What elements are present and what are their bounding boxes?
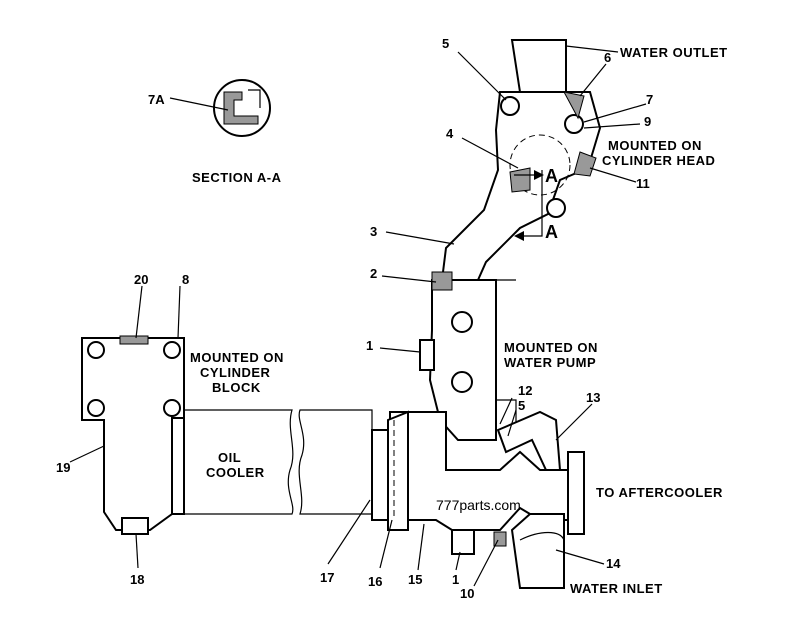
label-mounted-on-block: MOUNTED ON bbox=[190, 350, 284, 365]
callout-5-top: 5 bbox=[442, 36, 449, 51]
callout-3: 3 bbox=[370, 224, 377, 239]
callout-13: 13 bbox=[586, 390, 600, 405]
label-water-outlet: WATER OUTLET bbox=[620, 45, 728, 60]
callout-2: 2 bbox=[370, 266, 377, 281]
section-a-a-detail bbox=[169, 79, 271, 137]
callout-15: 15 bbox=[408, 572, 422, 587]
label-to-aftercooler: TO AFTERCOOLER bbox=[596, 485, 723, 500]
label-oil: OIL bbox=[218, 450, 241, 465]
callout-19: 19 bbox=[56, 460, 70, 475]
callout-7: 7 bbox=[646, 92, 653, 107]
section-marker-a-top: A bbox=[545, 166, 559, 186]
water-outlet-elbow bbox=[440, 39, 602, 281]
label-mounted-on-pump: MOUNTED ON bbox=[504, 340, 598, 355]
watermark: 777parts.com bbox=[436, 497, 521, 513]
callout-16: 16 bbox=[368, 574, 382, 589]
label-mounted-on-head: MOUNTED ON bbox=[608, 138, 702, 153]
oil-cooler bbox=[181, 409, 373, 515]
callout-20: 20 bbox=[134, 272, 148, 287]
cylinder-block-elbow bbox=[81, 335, 185, 535]
section-marker-a-bottom: A bbox=[545, 222, 559, 242]
label-cylinder: CYLINDER bbox=[200, 365, 271, 380]
callout-9: 9 bbox=[644, 114, 651, 129]
label-cooler: COOLER bbox=[206, 465, 265, 480]
label-water-inlet: WATER INLET bbox=[570, 581, 663, 596]
water-pump-housing bbox=[371, 271, 585, 589]
callout-14: 14 bbox=[606, 556, 621, 571]
callout-12: 12 bbox=[518, 383, 532, 398]
section-a-a-label: SECTION A-A bbox=[192, 170, 282, 185]
label-cylinder-head: CYLINDER HEAD bbox=[602, 153, 715, 168]
callout-8: 8 bbox=[182, 272, 189, 287]
callout-11: 11 bbox=[636, 176, 650, 191]
callout-5-lower: 5 bbox=[518, 398, 525, 413]
callout-1-bottom: 1 bbox=[452, 572, 459, 587]
label-block: BLOCK bbox=[212, 380, 261, 395]
callout-1-top: 1 bbox=[366, 338, 373, 353]
callout-4: 4 bbox=[446, 126, 454, 141]
leader-lines bbox=[69, 51, 647, 587]
callout-18: 18 bbox=[130, 572, 144, 587]
callout-6: 6 bbox=[604, 50, 611, 65]
callout-17: 17 bbox=[320, 570, 334, 585]
label-water-pump: WATER PUMP bbox=[504, 355, 596, 370]
callout-10: 10 bbox=[460, 586, 474, 601]
callout-7a: 7A bbox=[148, 92, 165, 107]
